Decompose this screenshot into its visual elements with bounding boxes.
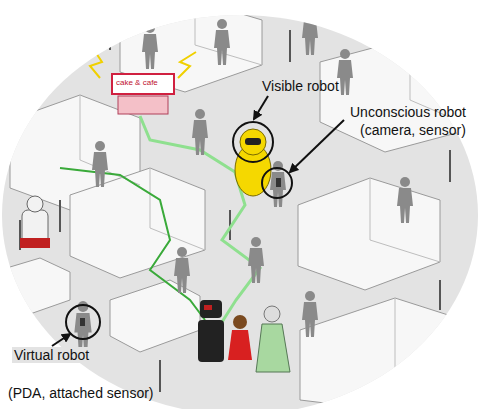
- person: [92, 141, 108, 187]
- pole: [59, 200, 61, 232]
- pda-device: [80, 318, 85, 326]
- person: [174, 247, 190, 293]
- camera-sensor: [276, 178, 281, 187]
- pole: [449, 150, 451, 182]
- robot-face: [245, 138, 261, 145]
- person: [192, 109, 208, 155]
- callout-circle: [66, 305, 100, 339]
- robot-base: [20, 238, 50, 248]
- shop: [90, 50, 196, 114]
- leader-arrow: [254, 96, 268, 119]
- person: [337, 49, 353, 95]
- pole: [439, 280, 441, 310]
- callout-label: (camera, sensor): [360, 122, 466, 138]
- building-edge: [150, 168, 205, 250]
- family: [228, 306, 290, 372]
- shop-sign-text: cake & cafe: [116, 78, 158, 87]
- building-edges: [80, 0, 475, 395]
- callout-circle: [233, 122, 273, 162]
- building-edge: [395, 298, 470, 395]
- child-dress: [228, 330, 252, 360]
- guide-path: [60, 168, 205, 320]
- callout-label: Unconscious robot: [350, 104, 466, 120]
- callout-label: Virtual robot: [12, 347, 91, 363]
- building: [320, 38, 475, 152]
- building: [298, 178, 440, 290]
- guide-robot: [198, 300, 224, 362]
- lightning: [90, 50, 102, 78]
- pole: [159, 360, 161, 392]
- pole: [289, 30, 291, 62]
- callouts: [52, 96, 344, 346]
- callout-circle: [262, 168, 292, 198]
- leader-arrow: [290, 120, 344, 172]
- red-robot: [20, 196, 50, 248]
- person: [302, 291, 318, 337]
- pole: [109, 20, 111, 50]
- people: [74, 9, 413, 351]
- building: [110, 280, 200, 352]
- shop-window: [118, 96, 168, 114]
- lightning: [178, 52, 196, 78]
- robot-eye: [204, 305, 212, 310]
- street-poles: [20, 20, 450, 392]
- person: [397, 177, 413, 223]
- person: [214, 19, 230, 65]
- callout-label: (PDA, attached sensor): [8, 385, 154, 401]
- robot-head: [240, 129, 266, 155]
- building: [0, 258, 70, 314]
- leader-arrow: [52, 334, 70, 346]
- building-edge: [195, 0, 262, 65]
- robot-body: [198, 320, 224, 362]
- grandma-head: [264, 306, 280, 322]
- person: [74, 301, 91, 351]
- person: [302, 9, 318, 55]
- robot-head: [27, 196, 43, 212]
- callout-label: Visible robot: [262, 78, 339, 94]
- building-edge: [370, 178, 440, 262]
- shop-sign: [112, 74, 174, 94]
- building: [300, 298, 470, 409]
- robot-head: [200, 300, 222, 318]
- person: [142, 23, 158, 69]
- child-head: [233, 315, 247, 329]
- person: [248, 237, 264, 283]
- grandma-coat: [256, 324, 290, 372]
